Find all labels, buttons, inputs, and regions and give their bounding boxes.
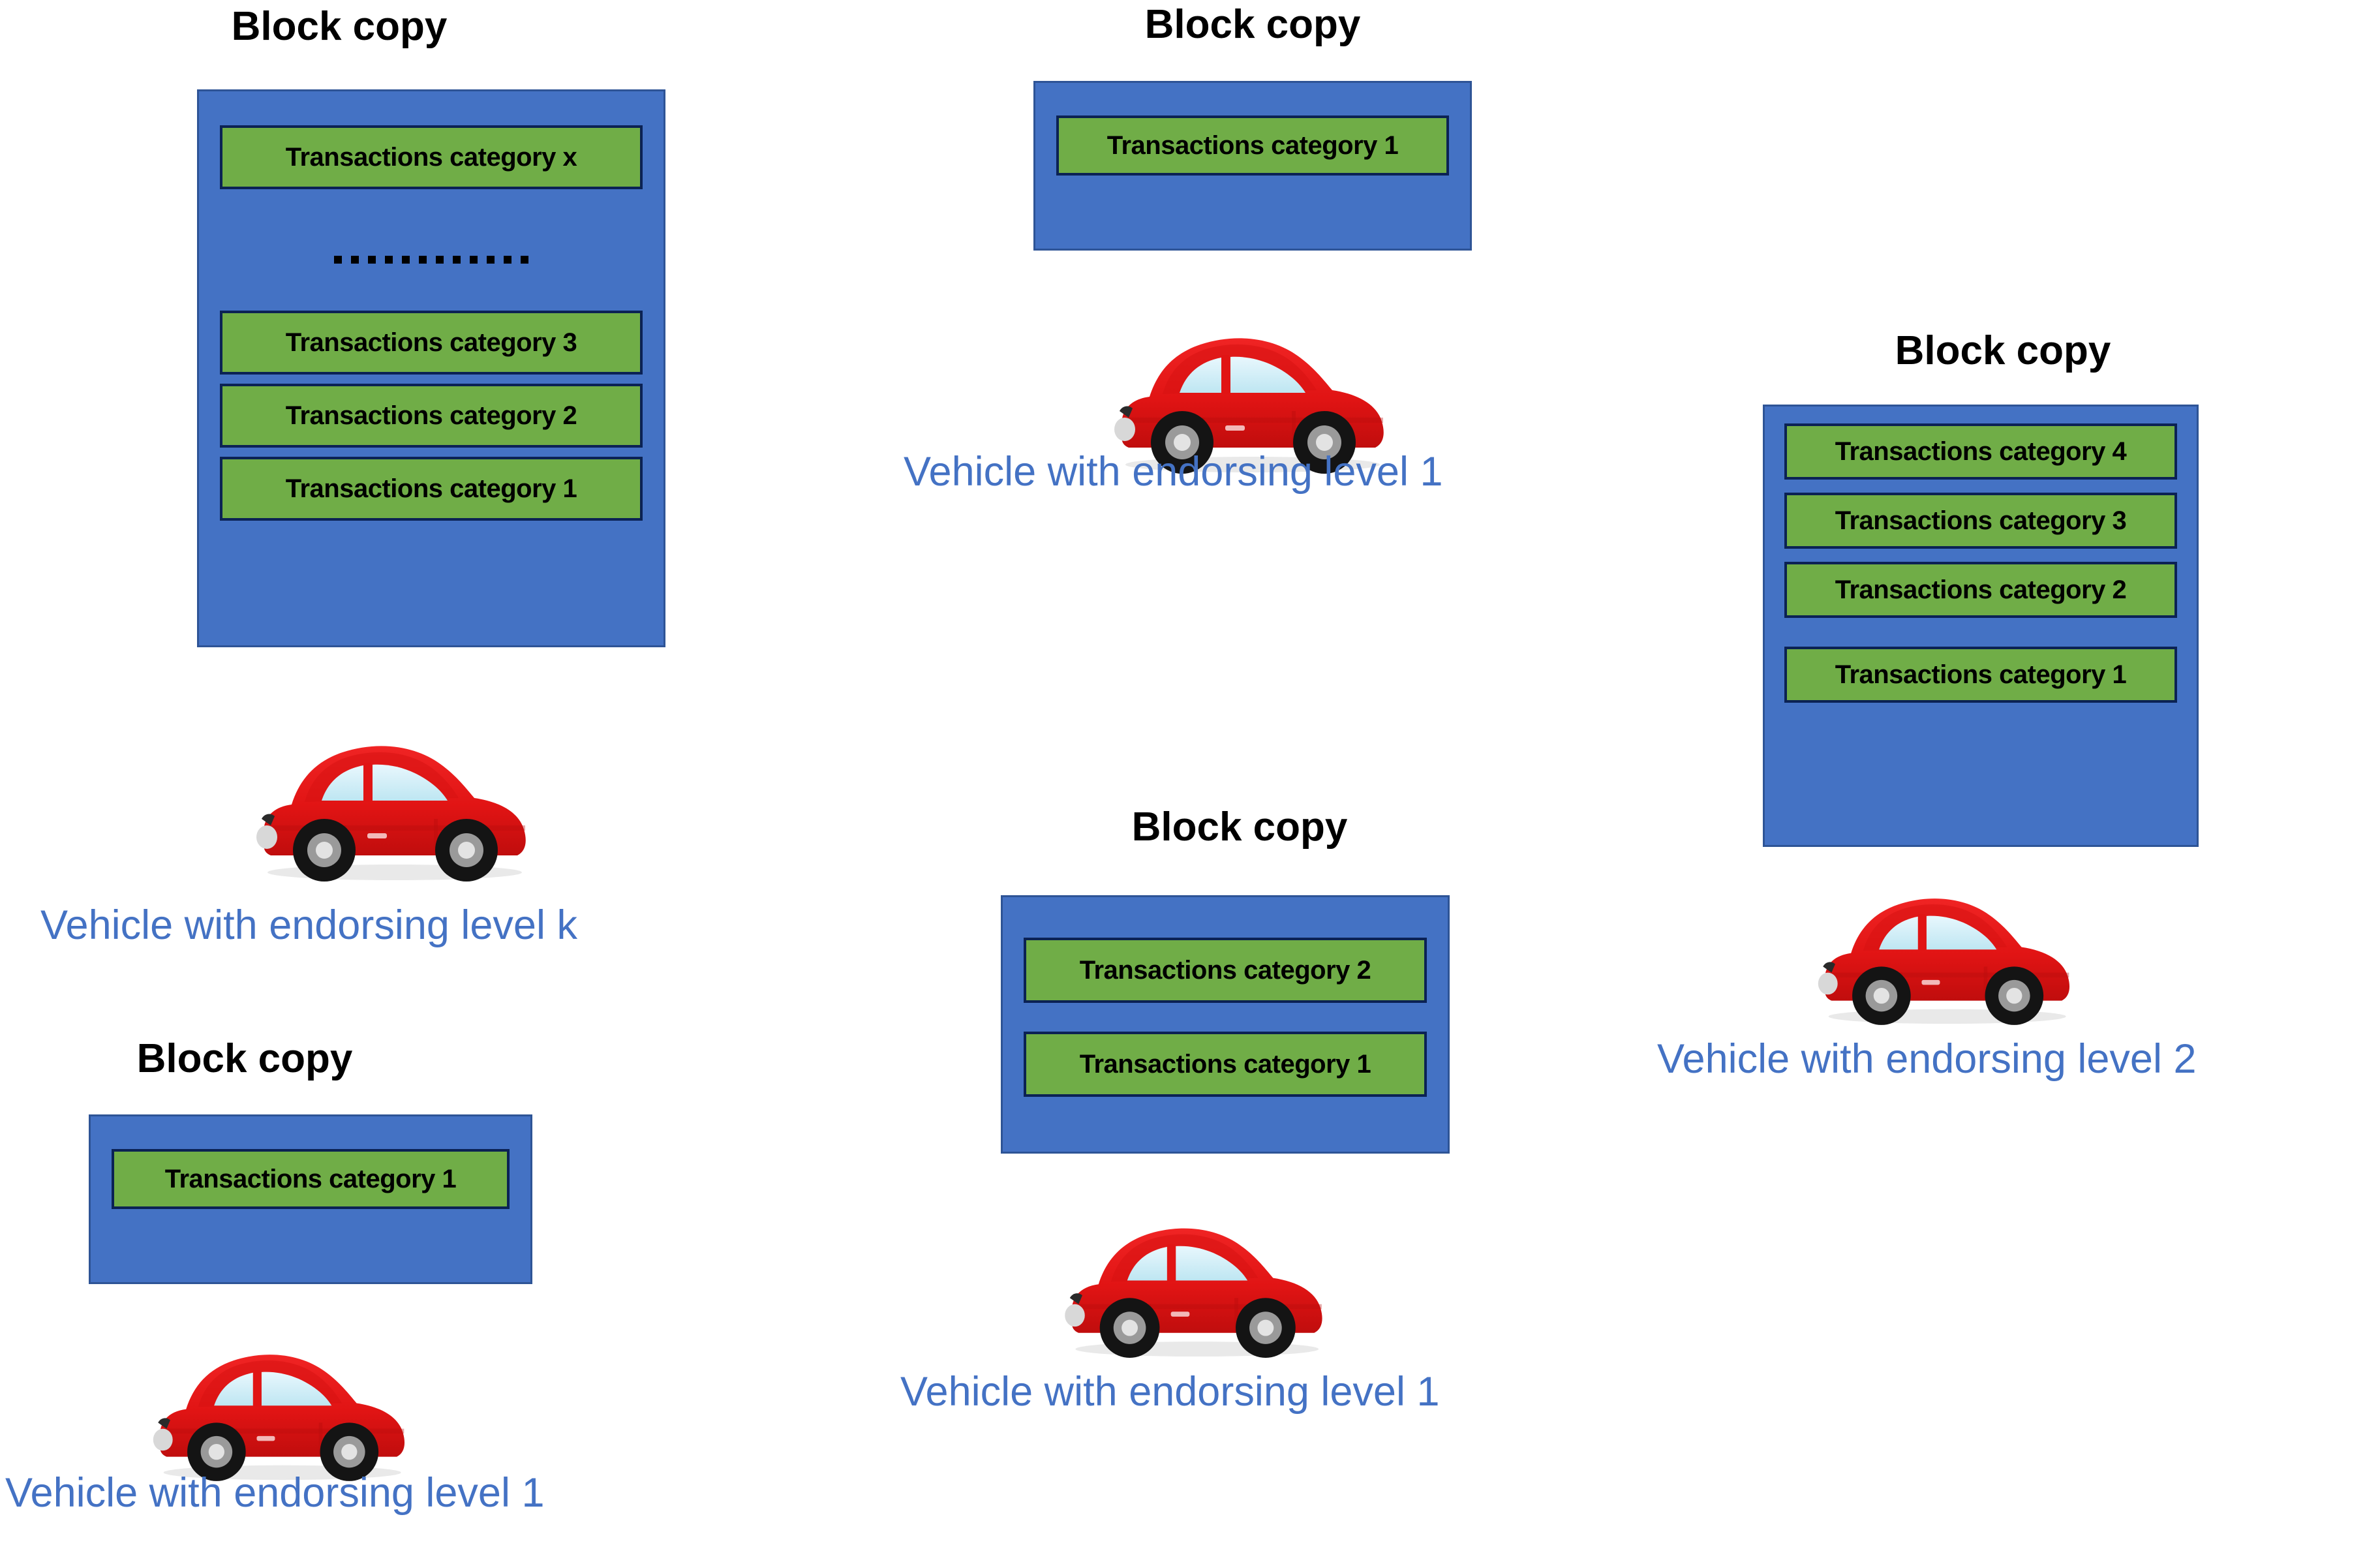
vehicle-caption: Vehicle with endorsing level 1 bbox=[900, 1369, 1440, 1415]
block-copy-title: Block copy bbox=[1895, 328, 2111, 373]
vehicle-caption: Vehicle with endorsing level 1 bbox=[5, 1470, 545, 1516]
ellipsis-dots bbox=[220, 221, 643, 299]
red-car-icon bbox=[245, 721, 538, 894]
transaction-category-row[interactable]: Transactions category 1 bbox=[112, 1149, 510, 1209]
block-copy-container[interactable]: Transactions category x Transactions cat… bbox=[197, 89, 665, 647]
transaction-category-row[interactable]: Transactions category 3 bbox=[1784, 493, 2177, 549]
transaction-category-row[interactable]: Transactions category 1 bbox=[1784, 647, 2177, 703]
block-copy-container[interactable]: Transactions category 4 Transactions cat… bbox=[1763, 405, 2199, 847]
transaction-category-row[interactable]: Transactions category 2 bbox=[220, 384, 643, 448]
transaction-category-row[interactable]: Transactions category 3 bbox=[220, 311, 643, 375]
block-copy-title: Block copy bbox=[1144, 2, 1361, 47]
red-car-icon bbox=[1807, 874, 2081, 1037]
block-copy-title: Block copy bbox=[231, 4, 448, 49]
block-copy-container[interactable]: Transactions category 2 Transactions cat… bbox=[1001, 895, 1450, 1154]
transaction-category-row[interactable]: Transactions category 4 bbox=[1784, 423, 2177, 480]
block-copy-title: Block copy bbox=[136, 1036, 353, 1081]
transaction-category-row[interactable]: Transactions category 2 bbox=[1024, 938, 1427, 1003]
red-car-icon bbox=[1103, 313, 1396, 486]
block-copy-title: Block copy bbox=[1131, 805, 1348, 850]
vehicle-caption: Vehicle with endorsing level 2 bbox=[1657, 1036, 2197, 1082]
block-copy-container[interactable]: Transactions category 1 bbox=[89, 1114, 532, 1284]
red-car-icon bbox=[1054, 1204, 1334, 1370]
red-car-icon bbox=[142, 1331, 416, 1493]
transaction-category-row[interactable]: Transactions category 1 bbox=[1056, 115, 1449, 176]
vehicle-caption: Vehicle with endorsing level 1 bbox=[904, 449, 1443, 495]
transaction-category-row[interactable]: Transactions category x bbox=[220, 125, 643, 189]
transaction-category-row[interactable]: Transactions category 1 bbox=[1024, 1032, 1427, 1097]
transaction-category-row[interactable]: Transactions category 1 bbox=[220, 457, 643, 521]
block-copy-container[interactable]: Transactions category 1 bbox=[1033, 81, 1472, 251]
transaction-category-row[interactable]: Transactions category 2 bbox=[1784, 562, 2177, 618]
vehicle-caption: Vehicle with endorsing level k bbox=[40, 902, 577, 948]
